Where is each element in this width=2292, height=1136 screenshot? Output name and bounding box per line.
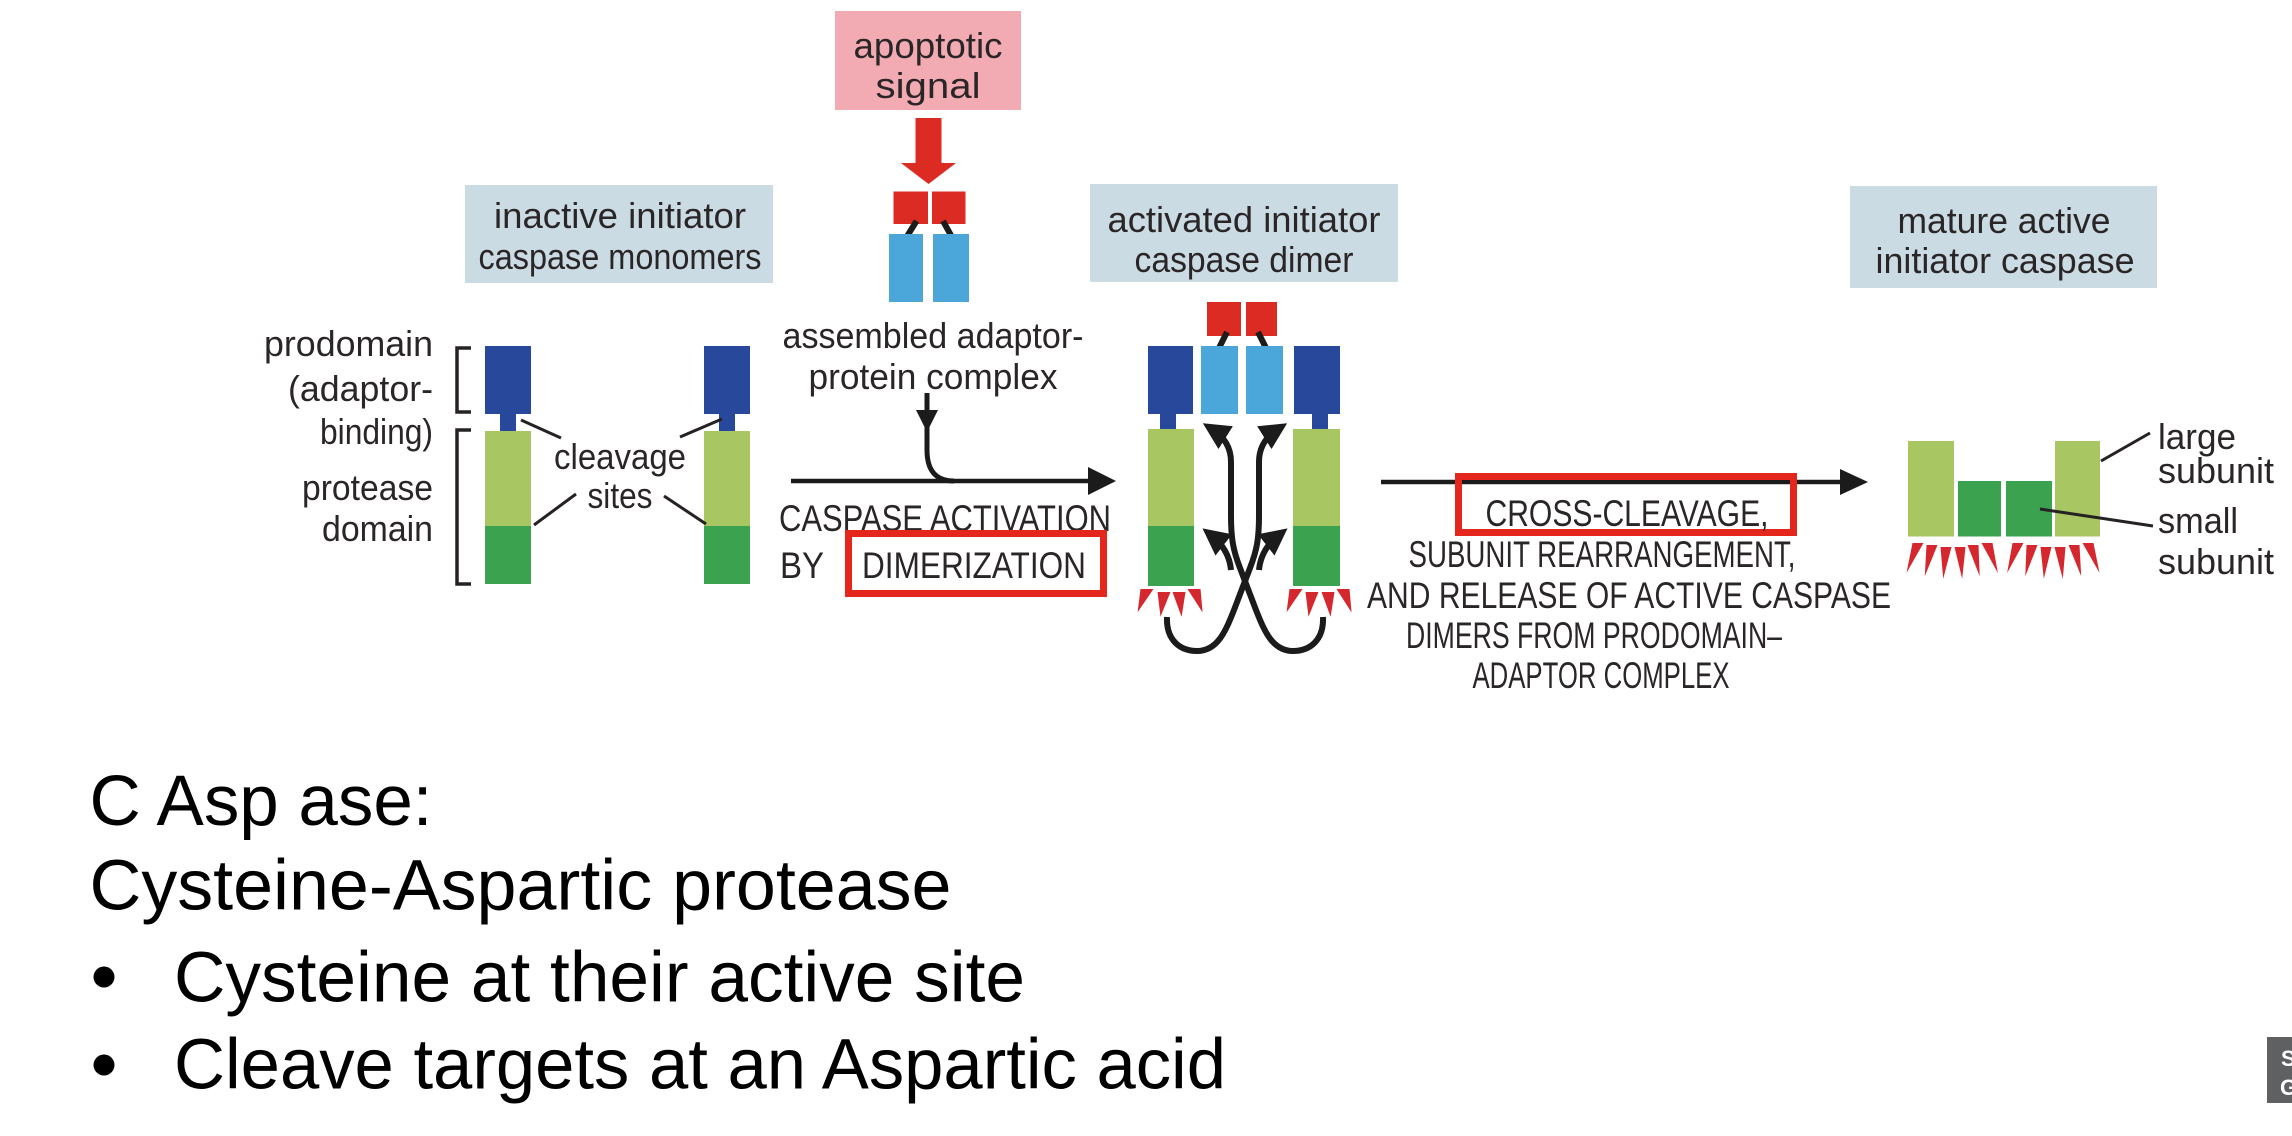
svg-text:C Asp ase:: C Asp ase:	[90, 761, 433, 841]
svg-text:Cleave targets at an Aspartic: Cleave targets at an Aspartic acid	[174, 1025, 1226, 1105]
svg-text:mature active: mature active	[1898, 200, 2111, 241]
svg-text:signal: signal	[876, 65, 981, 106]
svg-text:Cysteine at their active site: Cysteine at their active site	[174, 938, 1025, 1018]
svg-text:DIMERS FROM PRODOMAIN–: DIMERS FROM PRODOMAIN–	[1406, 615, 1782, 656]
svg-text:BY: BY	[780, 545, 824, 586]
svg-text:S: S	[2281, 1046, 2292, 1071]
svg-text:assembled adaptor-: assembled adaptor-	[783, 315, 1084, 356]
svg-text:ADAPTOR COMPLEX: ADAPTOR COMPLEX	[1473, 655, 1730, 696]
svg-text:Cysteine-Aspartic protease: Cysteine-Aspartic protease	[90, 846, 952, 926]
svg-text:subunit: subunit	[2158, 541, 2274, 582]
svg-text:G: G	[2280, 1075, 2292, 1100]
svg-text:(adaptor-: (adaptor-	[288, 368, 433, 409]
svg-text:sites: sites	[588, 475, 653, 516]
svg-text:SUBUNIT REARRANGEMENT,: SUBUNIT REARRANGEMENT,	[1409, 534, 1796, 575]
svg-text:subunit: subunit	[2158, 450, 2274, 491]
svg-text:prodomain: prodomain	[264, 323, 433, 364]
svg-text:binding): binding)	[320, 411, 433, 452]
svg-text:cleavage: cleavage	[554, 436, 686, 477]
svg-text:caspase dimer: caspase dimer	[1135, 239, 1354, 280]
svg-text:apoptotic: apoptotic	[854, 25, 1003, 66]
svg-text:protein complex: protein complex	[809, 356, 1058, 397]
svg-text:AND RELEASE OF ACTIVE CASPASE: AND RELEASE OF ACTIVE CASPASE	[1367, 575, 1891, 616]
svg-text:activated initiator: activated initiator	[1108, 199, 1381, 240]
svg-text:caspase monomers: caspase monomers	[479, 236, 762, 277]
svg-text:domain: domain	[322, 508, 433, 549]
svg-text:CROSS-CLEAVAGE,: CROSS-CLEAVAGE,	[1486, 493, 1769, 534]
svg-text:small: small	[2158, 500, 2238, 541]
svg-text:inactive initiator: inactive initiator	[494, 195, 746, 236]
svg-text:large: large	[2158, 416, 2236, 457]
svg-text:DIMERIZATION: DIMERIZATION	[862, 545, 1086, 586]
svg-text:initiator caspase: initiator caspase	[1876, 240, 2135, 281]
svg-text:protease: protease	[302, 467, 433, 508]
